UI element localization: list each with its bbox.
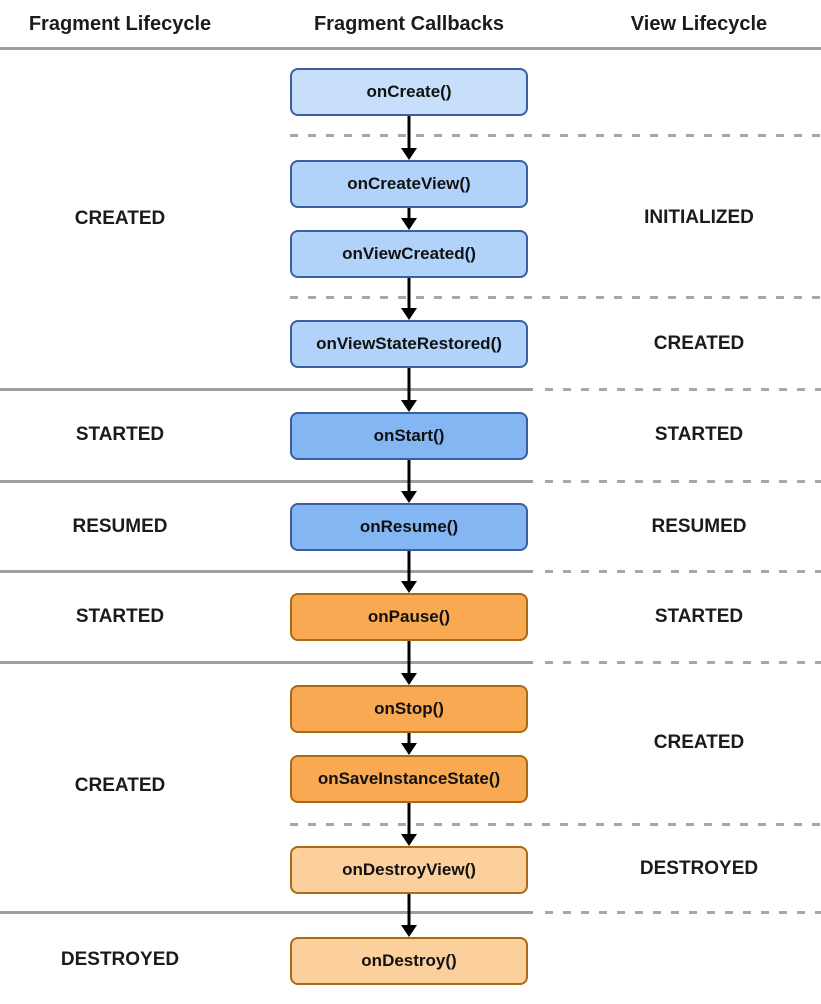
fragment-state-label: CREATED: [74, 775, 166, 796]
view-state-label: INITIALIZED: [644, 207, 754, 228]
flow-arrow-down-icon: [400, 116, 418, 160]
view-state-divider-dashed: [290, 133, 821, 137]
view-state-label: DESTROYED: [639, 858, 759, 879]
arrow-shaft: [407, 278, 411, 313]
callback-label: onDestroyView(): [342, 860, 476, 879]
callback-label: onPause(): [367, 607, 451, 626]
view-state-label: STARTED: [654, 606, 744, 627]
view-state-label: RESUMED: [651, 516, 747, 537]
fragment-state-divider-solid: [0, 910, 533, 914]
callback-label: onCreateView(): [347, 174, 471, 193]
arrow-head: [401, 925, 417, 937]
fragment-state-divider-solid: [0, 387, 533, 391]
view-state-label: STARTED: [654, 424, 744, 445]
arrow-head: [401, 491, 417, 503]
arrow-head: [401, 148, 417, 160]
flow-arrow-down-icon: [400, 368, 418, 412]
flow-arrow-down-icon: [400, 641, 418, 685]
column-header-fragment-callbacks: Fragment Callbacks: [313, 13, 505, 35]
arrow-shaft: [407, 641, 411, 678]
callback-label: onStop(): [374, 699, 444, 718]
flow-arrow-down-icon: [400, 551, 418, 593]
callback-box: onCreate(): [290, 68, 528, 116]
arrow-shaft: [407, 208, 411, 223]
flow-arrow-down-icon: [400, 208, 418, 230]
arrow-head: [401, 581, 417, 593]
arrow-shaft: [407, 116, 411, 153]
callback-label: onStart(): [373, 426, 445, 445]
arrow-head: [401, 834, 417, 846]
column-header-view-lifecycle: View Lifecycle: [630, 13, 768, 35]
fragment-state-divider-solid: [0, 660, 533, 664]
arrow-head: [401, 400, 417, 412]
view-state-divider-dashed: [545, 660, 821, 664]
fragment-state-label: STARTED: [75, 606, 165, 627]
fragment-state-label: CREATED: [74, 208, 166, 229]
callback-box: onPause(): [290, 593, 528, 641]
view-state-divider-dashed: [290, 295, 821, 299]
arrow-head: [401, 743, 417, 755]
view-state-divider-dashed: [290, 822, 821, 826]
view-state-label: CREATED: [653, 732, 745, 753]
callback-box: onDestroyView(): [290, 846, 528, 894]
callback-box: onStop(): [290, 685, 528, 733]
arrow-head: [401, 308, 417, 320]
callback-label: onCreate(): [366, 82, 452, 101]
view-state-divider-dashed: [545, 387, 821, 391]
arrow-shaft: [407, 894, 411, 930]
callback-box: onViewCreated(): [290, 230, 528, 278]
flow-arrow-down-icon: [400, 460, 418, 503]
callback-label: onSaveInstanceState(): [317, 769, 501, 788]
callback-box: onSaveInstanceState(): [290, 755, 528, 803]
arrow-shaft: [407, 460, 411, 496]
flow-arrow-down-icon: [400, 894, 418, 937]
fragment-state-label: RESUMED: [72, 516, 168, 537]
view-state-label: CREATED: [653, 333, 745, 354]
callback-box: onResume(): [290, 503, 528, 551]
arrow-shaft: [407, 368, 411, 405]
callback-box: onDestroy(): [290, 937, 528, 985]
callback-label: onResume(): [359, 517, 459, 536]
fragment-state-divider-solid: [0, 569, 533, 573]
arrow-shaft: [407, 551, 411, 586]
arrow-head: [401, 673, 417, 685]
flow-arrow-down-icon: [400, 733, 418, 755]
callback-box: onCreateView(): [290, 160, 528, 208]
fragment-state-label: STARTED: [75, 424, 165, 445]
view-state-divider-dashed: [545, 569, 821, 573]
arrow-head: [401, 218, 417, 230]
fragment-state-divider-solid: [0, 479, 533, 483]
fragment-state-label: DESTROYED: [60, 949, 180, 970]
flow-arrow-down-icon: [400, 278, 418, 320]
arrow-shaft: [407, 733, 411, 748]
callback-label: onViewStateRestored(): [316, 334, 502, 353]
callback-box: onViewStateRestored(): [290, 320, 528, 368]
callback-label: onDestroy(): [361, 951, 457, 970]
view-state-divider-dashed: [545, 910, 821, 914]
flow-arrow-down-icon: [400, 803, 418, 846]
callback-label: onViewCreated(): [342, 244, 476, 263]
view-state-divider-dashed: [545, 479, 821, 483]
arrow-shaft: [407, 803, 411, 839]
callback-box: onStart(): [290, 412, 528, 460]
column-header-fragment-lifecycle: Fragment Lifecycle: [28, 13, 212, 35]
header-divider-line: [0, 46, 821, 50]
